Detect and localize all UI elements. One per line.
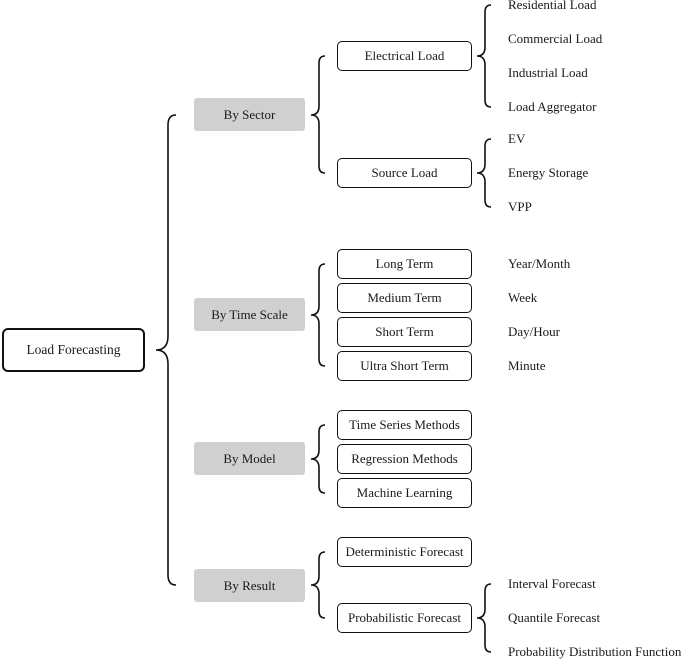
source-load-brace [476,138,492,208]
node-medium-term: Medium Term [337,283,472,313]
leaf-interval-forecast: Interval Forecast [508,576,596,591]
leaf-minute: Minute [508,358,546,373]
node-short-term: Short Term [337,317,472,347]
probabilistic-brace [476,583,492,653]
category-by-model: By Model [194,442,305,475]
leaf-probability-distribution-function: Probability Distribution Function [508,644,682,659]
node-regression-methods: Regression Methods [337,444,472,474]
leaf-commercial-load: Commercial Load [508,31,603,46]
node-deterministic-forecast: Deterministic Forecast [337,537,472,567]
leaf-load-aggregator: Load Aggregator [508,99,597,114]
category-by-sector: By Sector [194,98,305,131]
node-long-term: Long Term [337,249,472,279]
leaf-industrial-load: Industrial Load [508,65,588,80]
electrical-load-brace [476,4,492,108]
node-ultra-short-term: Ultra Short Term [337,351,472,381]
root-brace [155,114,177,586]
leaf-residential-load: Residential Load [508,0,597,12]
node-time-series-methods: Time Series Methods [337,410,472,440]
leaf-energy-storage: Energy Storage [508,165,589,180]
node-electrical-load: Electrical Load [337,41,472,71]
root-load-forecasting: Load Forecasting [2,328,145,372]
node-source-load: Source Load [337,158,472,188]
model-brace [310,424,326,494]
leaf-week: Week [508,290,538,305]
time-scale-brace [310,263,326,367]
category-by-result: By Result [194,569,305,602]
result-brace [310,551,326,619]
leaf-ev: EV [508,131,526,146]
leaf-year-month: Year/Month [508,256,571,271]
node-machine-learning: Machine Learning [337,478,472,508]
leaf-quantile-forecast: Quantile Forecast [508,610,601,625]
category-by-time-scale: By Time Scale [194,298,305,331]
leaf-vpp: VPP [508,199,532,214]
node-probabilistic-forecast: Probabilistic Forecast [337,603,472,633]
sector-brace [310,55,326,174]
leaf-day-hour: Day/Hour [508,324,560,339]
